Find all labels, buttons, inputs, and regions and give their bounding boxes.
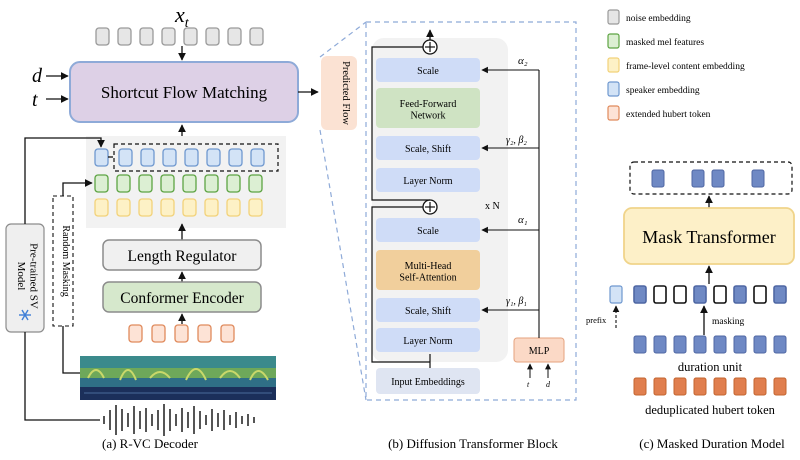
- legend-label-mel: masked mel features: [626, 37, 704, 48]
- shortcut-flow-matching-label: Shortcut Flow Matching: [101, 83, 268, 102]
- mask-transformer-block: [623, 207, 795, 265]
- snowflake-icon: [19, 309, 31, 321]
- predicted-flow-text: Predicted Flow: [340, 61, 351, 125]
- noise-embedding-row: [95, 27, 264, 46]
- legend-swatch-noise: [607, 9, 620, 25]
- output-tokens-box: [629, 161, 793, 195]
- legend-label-hubert: extended hubert token: [626, 110, 711, 120]
- legend-swatch-content: [607, 57, 620, 73]
- layer-norm-label-bottom: Layer Norm: [403, 336, 452, 347]
- legend-swatch-speaker: [607, 81, 620, 97]
- xt-symbol: xt: [174, 2, 190, 31]
- random-masking-label: Random Masking: [60, 225, 71, 296]
- mlp-label: MLP: [529, 346, 550, 357]
- repeat-label: x N: [485, 201, 500, 212]
- duration-unit-row: [633, 335, 787, 354]
- dedup-hubert-label: deduplicated hubert token: [645, 403, 776, 417]
- caption-b: (b) Diffusion Transformer Block: [388, 436, 558, 451]
- predicted-flow-label: Predicted Flow: [340, 61, 351, 125]
- legend-swatch-hubert: [607, 105, 620, 121]
- gamma1-beta1-label: γ₁, β₁: [506, 296, 527, 307]
- scale-label-top: Scale: [417, 66, 439, 77]
- length-regulator-label: Length Regulator: [128, 248, 238, 265]
- legend-swatch-mel: [607, 33, 620, 49]
- waveform-image: [103, 404, 255, 436]
- scale-block-bottom: [376, 218, 480, 242]
- alpha2-label: α₂: [518, 55, 528, 67]
- layer-norm-block-top: [376, 168, 480, 192]
- length-regulator-block: [102, 239, 262, 271]
- caption-a: (a) R-VC Decoder: [102, 436, 199, 451]
- speaker-embedding-row: [94, 148, 265, 167]
- mlp-input-t: t: [527, 380, 530, 389]
- legend: noise embedding masked mel features fram…: [607, 9, 745, 121]
- scale-label-bottom: Scale: [417, 226, 439, 237]
- panel-c: Mask Transformer prefix masking: [586, 161, 795, 451]
- mlp-input-d: d: [546, 380, 551, 389]
- sv-model-label: Pre-trained SVModel: [15, 243, 40, 309]
- prefix-label: prefix: [586, 315, 607, 325]
- input-t: t: [32, 89, 38, 111]
- gamma2-beta2-label: γ₂, β₂: [506, 135, 527, 146]
- scale-shift-block-bottom: [376, 298, 480, 322]
- legend-label-speaker: speaker embedding: [626, 86, 700, 96]
- mask-transformer-label: Mask Transformer: [642, 227, 776, 247]
- masked-mel-row: [94, 174, 263, 193]
- layer-norm-block-bottom: [376, 328, 480, 352]
- duration-unit-label: duration unit: [678, 360, 743, 374]
- dedup-hubert-row: [633, 377, 787, 396]
- alpha1-label: α₁: [518, 214, 528, 226]
- masking-label: masking: [712, 317, 744, 327]
- extended-hubert-token-row: [128, 324, 235, 343]
- mel-spectrogram-image: [80, 356, 276, 400]
- multi-head-attention-block: [376, 250, 480, 290]
- legend-label-content: frame-level content embedding: [626, 61, 745, 72]
- scale-shift-label-bottom: Scale, Shift: [405, 306, 451, 317]
- conformer-encoder-label: Conformer Encoder: [120, 290, 244, 307]
- speaker-broadcast-dashed-box: [113, 143, 279, 172]
- content-embedding-row: [94, 198, 263, 217]
- layer-norm-label-top: Layer Norm: [403, 176, 452, 187]
- output-duration-tokens: [651, 169, 765, 188]
- input-d: d: [32, 65, 43, 87]
- feed-forward-block: [376, 88, 480, 128]
- masked-token-row: [633, 285, 787, 304]
- panel-a: xt d t Shortcut Flow Matching Predicted …: [5, 2, 357, 451]
- input-embeddings-label: Input Embeddings: [391, 377, 465, 388]
- conformer-encoder-block: [102, 281, 262, 313]
- caption-c: (c) Masked Duration Model: [639, 436, 785, 451]
- input-embeddings-block: [376, 368, 480, 394]
- scale-block-top: [376, 58, 480, 82]
- scale-shift-block-top: [376, 136, 480, 160]
- legend-label-noise: noise embedding: [626, 14, 691, 24]
- scale-shift-label-top: Scale, Shift: [405, 144, 451, 155]
- dit-zoom-frame: [365, 21, 577, 401]
- predicted-flow-block: [321, 56, 357, 130]
- prefix-token: [609, 285, 623, 304]
